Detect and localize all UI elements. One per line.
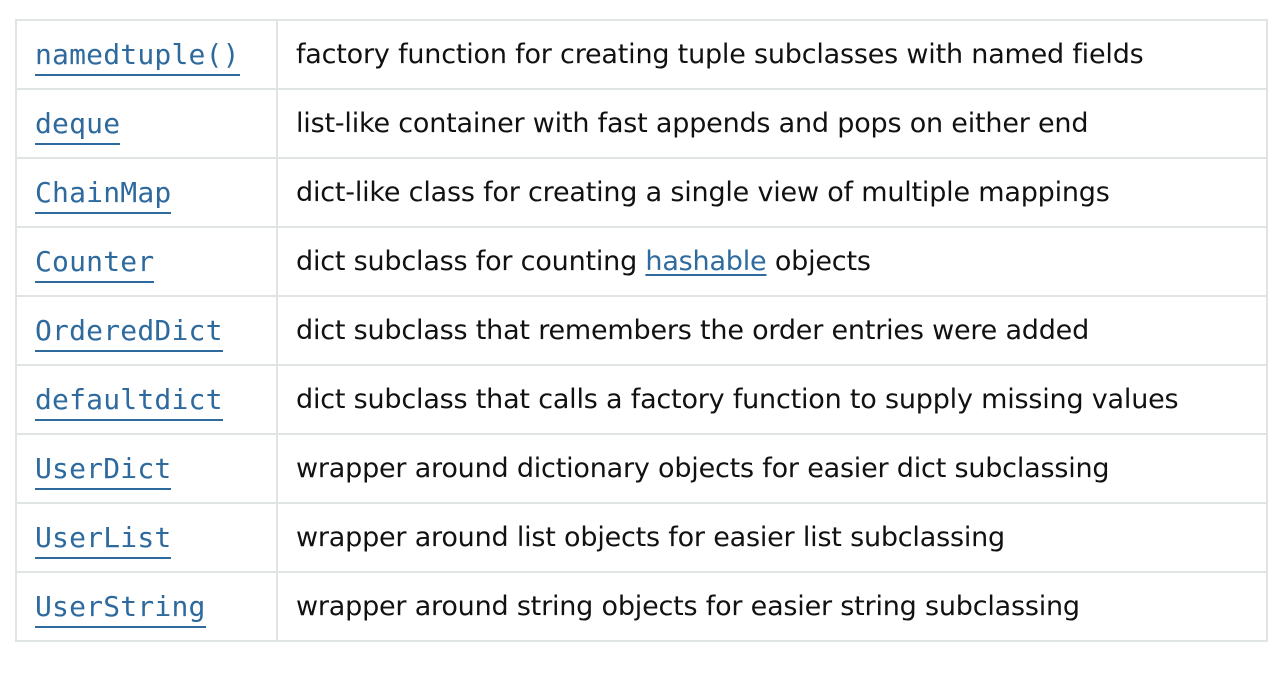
description-text-before: dict subclass for counting [296, 246, 646, 277]
description-cell: dict subclass that remembers the order e… [276, 295, 1268, 366]
name-cell: defaultdict [15, 364, 278, 435]
name-cell: UserDict [15, 433, 278, 504]
table-row: UserString wrapper around string objects… [15, 571, 1268, 642]
description-cell: wrapper around dictionary objects for ea… [276, 433, 1268, 504]
chainmap-link[interactable]: ChainMap [35, 176, 172, 214]
description-cell: wrapper around list objects for easier l… [276, 502, 1268, 573]
description-text: factory function for creating tuple subc… [296, 39, 1144, 70]
description-text: wrapper around string objects for easier… [296, 591, 1080, 622]
name-cell: Counter [15, 226, 278, 297]
table-row: defaultdict dict subclass that calls a f… [15, 364, 1268, 435]
table-row: UserList wrapper around list objects for… [15, 502, 1268, 573]
table-row: UserDict wrapper around dictionary objec… [15, 433, 1268, 504]
name-cell: OrderedDict [15, 295, 278, 366]
counter-link[interactable]: Counter [35, 245, 155, 283]
userlist-link[interactable]: UserList [35, 521, 172, 559]
description-cell: dict-like class for creating a single vi… [276, 157, 1268, 228]
namedtuple-link[interactable]: namedtuple() [35, 38, 240, 76]
name-cell: UserList [15, 502, 278, 573]
description-text: dict subclass that calls a factory funct… [296, 384, 1179, 415]
defaultdict-link[interactable]: defaultdict [35, 383, 223, 421]
userdict-link[interactable]: UserDict [35, 452, 172, 490]
description-text: list-like container with fast appends an… [296, 108, 1089, 139]
description-cell: factory function for creating tuple subc… [276, 19, 1268, 90]
description-cell: wrapper around string objects for easier… [276, 571, 1268, 642]
deque-link[interactable]: deque [35, 107, 121, 145]
description-cell: dict subclass that calls a factory funct… [276, 364, 1268, 435]
description-text: wrapper around list objects for easier l… [296, 522, 1005, 553]
description-text: dict-like class for creating a single vi… [296, 177, 1110, 208]
table-row: Counter dict subclass for counting hasha… [15, 226, 1268, 297]
collections-table: namedtuple() factory function for creati… [15, 19, 1268, 642]
description-text-after: objects [766, 246, 871, 277]
description-cell: dict subclass for counting hashable obje… [276, 226, 1268, 297]
name-cell: namedtuple() [15, 19, 278, 90]
table-row: ChainMap dict-like class for creating a … [15, 157, 1268, 228]
name-cell: UserString [15, 571, 278, 642]
hashable-link[interactable]: hashable [645, 246, 767, 277]
description-text: wrapper around dictionary objects for ea… [296, 453, 1110, 484]
description-text: dict subclass that remembers the order e… [296, 315, 1090, 346]
description-cell: list-like container with fast appends an… [276, 88, 1268, 159]
description-text: dict subclass for counting hashable obje… [296, 246, 871, 277]
table-row: deque list-like container with fast appe… [15, 88, 1268, 159]
name-cell: ChainMap [15, 157, 278, 228]
userstring-link[interactable]: UserString [35, 590, 206, 628]
ordereddict-link[interactable]: OrderedDict [35, 314, 223, 352]
name-cell: deque [15, 88, 278, 159]
table-row: OrderedDict dict subclass that remembers… [15, 295, 1268, 366]
table-row: namedtuple() factory function for creati… [15, 19, 1268, 90]
